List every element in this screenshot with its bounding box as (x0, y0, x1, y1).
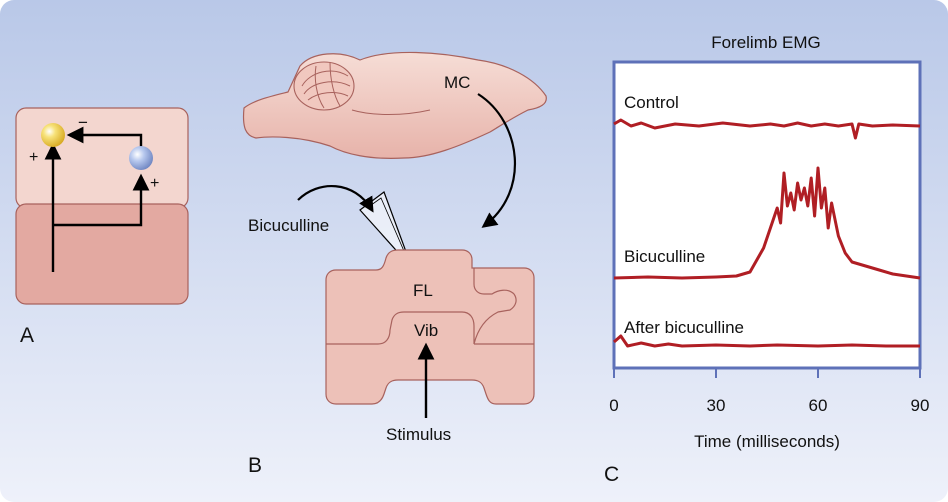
vib-label: Vib (414, 321, 438, 340)
emg-traces (613, 118, 921, 348)
excitatory-neuron (41, 123, 65, 147)
brain-illustration (242, 51, 547, 159)
plot-frame (612, 60, 922, 370)
fl-label: FL (413, 281, 433, 300)
stimulus-label: Stimulus (386, 425, 451, 444)
cortex-block-shape (325, 249, 535, 405)
bulb-fold-4 (314, 65, 325, 109)
x-tick-label: 90 (911, 396, 930, 415)
panel-a: − + + A (15, 107, 189, 347)
series-label-bicuculline: Bicuculline (624, 247, 705, 266)
bicuculline-label: Bicuculline (248, 216, 329, 235)
bulb-fold-5 (329, 61, 341, 107)
emg-trace-bicuculline (613, 166, 921, 280)
inhibitory-interneuron (129, 146, 153, 170)
panel-c: Forelimb EMG Control Bicuculline After b… (604, 33, 929, 486)
series-label-control: Control (624, 93, 679, 112)
olfactory-bulb (293, 61, 355, 111)
plus-sign-right: + (150, 175, 159, 192)
cortex-block (325, 249, 535, 405)
mc-label: MC (444, 73, 470, 92)
x-tick-label: 60 (809, 396, 828, 415)
emg-trace-control (613, 118, 921, 140)
minus-sign: − (78, 113, 88, 132)
panel-b-label: B (248, 454, 262, 477)
bulb-fold-1 (301, 70, 349, 87)
panel-a-label: A (20, 324, 34, 347)
cortex-lower-layer (15, 203, 189, 305)
drug-injection-arrow (297, 185, 374, 213)
bulb-fold-3 (307, 92, 349, 101)
plus-sign-left: + (29, 149, 38, 166)
mc-to-cortex-arrow (477, 93, 516, 228)
panel-c-label: C (604, 463, 619, 486)
x-tick-label: 0 (609, 396, 618, 415)
brain-sulcus (351, 109, 431, 115)
emg-trace-after-bicuculline (613, 334, 920, 348)
series-label-after-bicuculline: After bicuculline (624, 318, 744, 337)
panel-b: MC Bicuculline FL Vib Stimulus B (242, 51, 547, 477)
inhibitory-connection (66, 126, 143, 150)
chart-title: Forelimb EMG (711, 33, 821, 52)
collateral-fiber (53, 173, 150, 227)
x-axis-label: Time (milliseconds) (694, 432, 840, 451)
cortex-upper-layer (15, 107, 189, 209)
bulb-fold-2 (303, 81, 351, 95)
x-tick-label: 30 (707, 396, 726, 415)
x-axis: 0 30 60 90 (609, 368, 929, 415)
layer-boundary (326, 268, 517, 345)
